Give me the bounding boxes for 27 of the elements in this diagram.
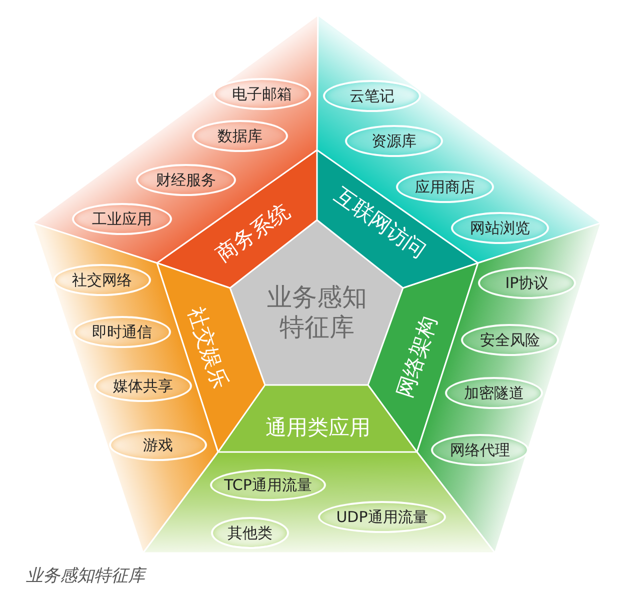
feature-ellipse: 即时通信 — [73, 316, 171, 348]
feature-ellipse: 网站浏览 — [451, 212, 549, 244]
feature-ellipse: 数据库 — [192, 120, 288, 152]
feature-ellipse: 资源库 — [345, 125, 443, 157]
feature-ellipse: 媒体共享 — [94, 370, 192, 402]
feature-ellipse: 财经服务 — [136, 164, 236, 196]
sector-panel — [317, 15, 601, 263]
feature-ellipse: 其他类 — [211, 517, 289, 549]
feature-ellipse: 游戏 — [109, 429, 207, 461]
category-band — [157, 263, 265, 452]
category-label: 网络架构 — [392, 313, 442, 401]
feature-ellipse: 电子邮箱 — [213, 78, 311, 110]
feature-ellipse: UDP通用流量 — [318, 501, 446, 533]
center-label: 业务感知特征库 — [266, 282, 368, 342]
feature-ellipse: IP协议 — [478, 267, 576, 299]
feature-ellipse: 云笔记 — [323, 80, 421, 112]
feature-ellipse: 应用商店 — [396, 171, 494, 203]
feature-ellipse: 工业应用 — [72, 203, 172, 235]
feature-ellipse: 网络代理 — [431, 434, 529, 466]
feature-ellipse: 社交网络 — [53, 264, 151, 296]
sector-panel — [33, 15, 318, 263]
category-label: 商务系统 — [212, 198, 294, 268]
category-label: 通用类应用 — [266, 416, 370, 440]
caption: 业务感知特征库 — [26, 565, 145, 587]
feature-ellipse: 安全风险 — [461, 324, 559, 356]
feature-ellipse: TCP通用流量 — [210, 469, 326, 501]
feature-ellipse: 加密隧道 — [445, 377, 543, 409]
